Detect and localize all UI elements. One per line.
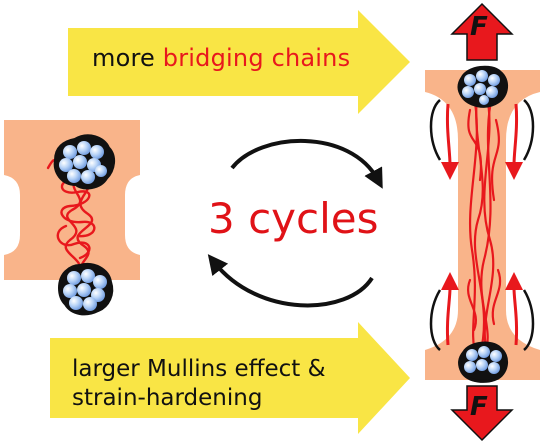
cycle-arrow-top: [230, 139, 383, 189]
right-bridging-chains: [467, 88, 502, 358]
left-bottom-filler-cluster: [58, 263, 114, 316]
bottom-yellow-arrow: [50, 322, 410, 434]
bottom-arrow-label: larger Mullins effect & strain-hardening: [72, 355, 326, 413]
right-top-filler-cluster: [457, 65, 508, 108]
cycle-arrow-bottom: [207, 254, 374, 308]
top-arrow-highlight: bridging chains: [162, 44, 351, 72]
top-arrow-label: more bridging chains: [92, 44, 350, 72]
right-bottom-filler-cluster: [458, 341, 508, 383]
left-top-filler-cluster: [53, 134, 115, 190]
bottom-arrow-line2: strain-hardening: [72, 385, 263, 411]
force-arrow-up: [450, 2, 514, 61]
right-flow-arrows: [429, 99, 535, 351]
force-label-bottom: F: [470, 392, 488, 422]
top-arrow-prefix: more: [92, 44, 163, 72]
force-arrow-down: [450, 385, 514, 442]
cycles-label: 3 cycles: [208, 194, 379, 243]
force-label-top: F: [470, 12, 488, 42]
right-specimen: [425, 70, 540, 380]
bottom-arrow-line1: larger Mullins effect &: [72, 356, 326, 382]
top-yellow-arrow: [68, 10, 410, 114]
